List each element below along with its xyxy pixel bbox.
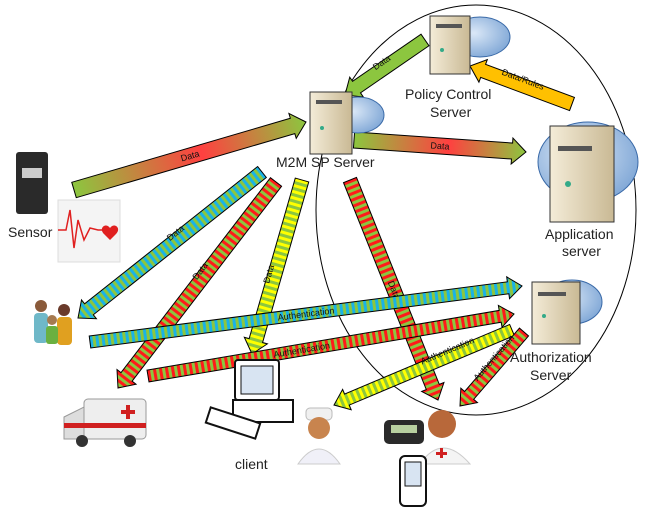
policy-server-label-1: Policy Control bbox=[405, 86, 491, 102]
app-server-label-1: Application bbox=[545, 226, 614, 242]
application-server-icon[interactable] bbox=[537, 121, 639, 223]
m2m-to-app-arrow-shape bbox=[352, 131, 527, 166]
sensor-label: Sensor bbox=[8, 224, 53, 240]
app-to-policy-arrow: Data/Rules bbox=[469, 58, 576, 112]
sensor-device-icon bbox=[16, 152, 48, 214]
family-icon bbox=[34, 300, 72, 345]
client-computer-icon[interactable] bbox=[204, 359, 294, 440]
m2m-to-family-arrow-shape bbox=[77, 165, 268, 320]
auth-server-label-2: Server bbox=[530, 367, 572, 383]
doctor-icon bbox=[419, 410, 472, 465]
m2m-to-app-arrow: Data bbox=[352, 131, 527, 166]
m2m-server-label: M2M SP Server bbox=[276, 154, 375, 170]
policy-control-server-icon[interactable] bbox=[429, 15, 511, 75]
pager-icon bbox=[384, 420, 424, 444]
m2m-to-doctor-arrow: Data bbox=[342, 176, 445, 401]
policy-server-label-2: Server bbox=[430, 104, 472, 120]
auth-client-arrow-shape bbox=[333, 323, 515, 411]
app-to-policy-arrow-shape bbox=[469, 58, 576, 112]
app-server-label-2: server bbox=[562, 243, 601, 259]
heartbeat-icon bbox=[57, 199, 121, 263]
auth-server-label-1: Authorization bbox=[510, 349, 592, 365]
client-label: client bbox=[235, 456, 268, 472]
policy-to-m2m-arrow-shape bbox=[344, 33, 430, 98]
cloud-boundary bbox=[315, 4, 637, 416]
m2m-to-app-arrow-label: Data bbox=[430, 140, 450, 151]
nurse-icon bbox=[297, 407, 341, 465]
m2m-server-icon[interactable] bbox=[309, 91, 385, 155]
m2m-to-doctor-arrow-shape bbox=[342, 176, 445, 401]
auth-family-arrow: Authentication bbox=[88, 275, 523, 349]
ambulance-icon bbox=[63, 398, 147, 447]
sensor-to-m2m-arrow-shape bbox=[71, 112, 307, 199]
auth-ambulance-arrow-label: Authentication bbox=[273, 340, 331, 359]
m2m-to-client-arrow: Data bbox=[243, 177, 310, 355]
auth-doctor-arrow-shape bbox=[459, 327, 530, 407]
policy-to-m2m-arrow: Data bbox=[344, 33, 430, 98]
pda-icon bbox=[399, 455, 427, 507]
m2m-to-client-arrow-shape bbox=[243, 177, 310, 355]
sensor-to-m2m-arrow: Data bbox=[71, 112, 307, 199]
auth-family-arrow-shape bbox=[88, 275, 523, 349]
authorization-server-icon[interactable] bbox=[531, 279, 603, 345]
